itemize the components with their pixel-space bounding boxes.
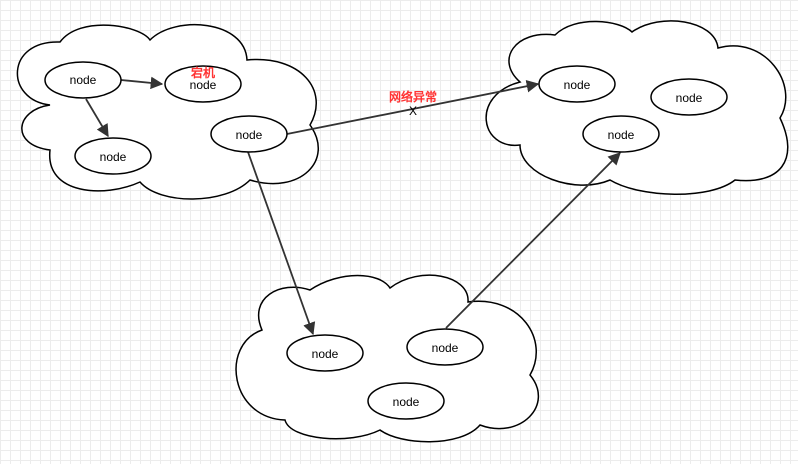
annotation-node-down: 宕机 <box>191 65 215 80</box>
node-right-1[interactable]: node <box>538 65 616 103</box>
node-bottom-1[interactable]: node <box>286 334 364 372</box>
node-label: node <box>100 150 127 164</box>
node-label: node <box>432 341 459 355</box>
node-label: node <box>70 73 97 87</box>
node-label: node <box>676 91 703 105</box>
edge-b2-to-r3 <box>445 152 621 329</box>
edges <box>85 76 621 336</box>
cluster-cloud-right <box>485 20 789 195</box>
cluster-cloud-left <box>16 24 320 200</box>
node-label: node <box>236 128 263 142</box>
node-bottom-3[interactable]: node <box>367 382 445 420</box>
annotation-network-error: 网络异常 <box>389 89 437 104</box>
cluster-cloud-bottom <box>235 274 540 443</box>
edge-l1-to-l2 <box>120 76 164 90</box>
node-left-1[interactable]: node <box>44 61 122 99</box>
node-right-3[interactable]: node <box>582 115 660 153</box>
node-left-2-down[interactable]: node <box>164 65 242 103</box>
broken-link-mark: X <box>409 104 417 118</box>
node-bottom-2[interactable]: node <box>406 328 484 366</box>
node-left-3[interactable]: node <box>74 137 152 175</box>
edge-l4-to-b1 <box>247 151 316 336</box>
node-label: node <box>393 395 420 409</box>
node-left-4[interactable]: node <box>210 115 288 153</box>
edge-l4-to-r1-broken <box>286 80 540 135</box>
node-label: node <box>564 78 591 92</box>
node-label: node <box>312 347 339 361</box>
node-label: node <box>608 128 635 142</box>
edge-l1-to-l3 <box>85 98 109 138</box>
node-label: node <box>190 78 217 92</box>
node-right-2[interactable]: node <box>650 78 728 116</box>
